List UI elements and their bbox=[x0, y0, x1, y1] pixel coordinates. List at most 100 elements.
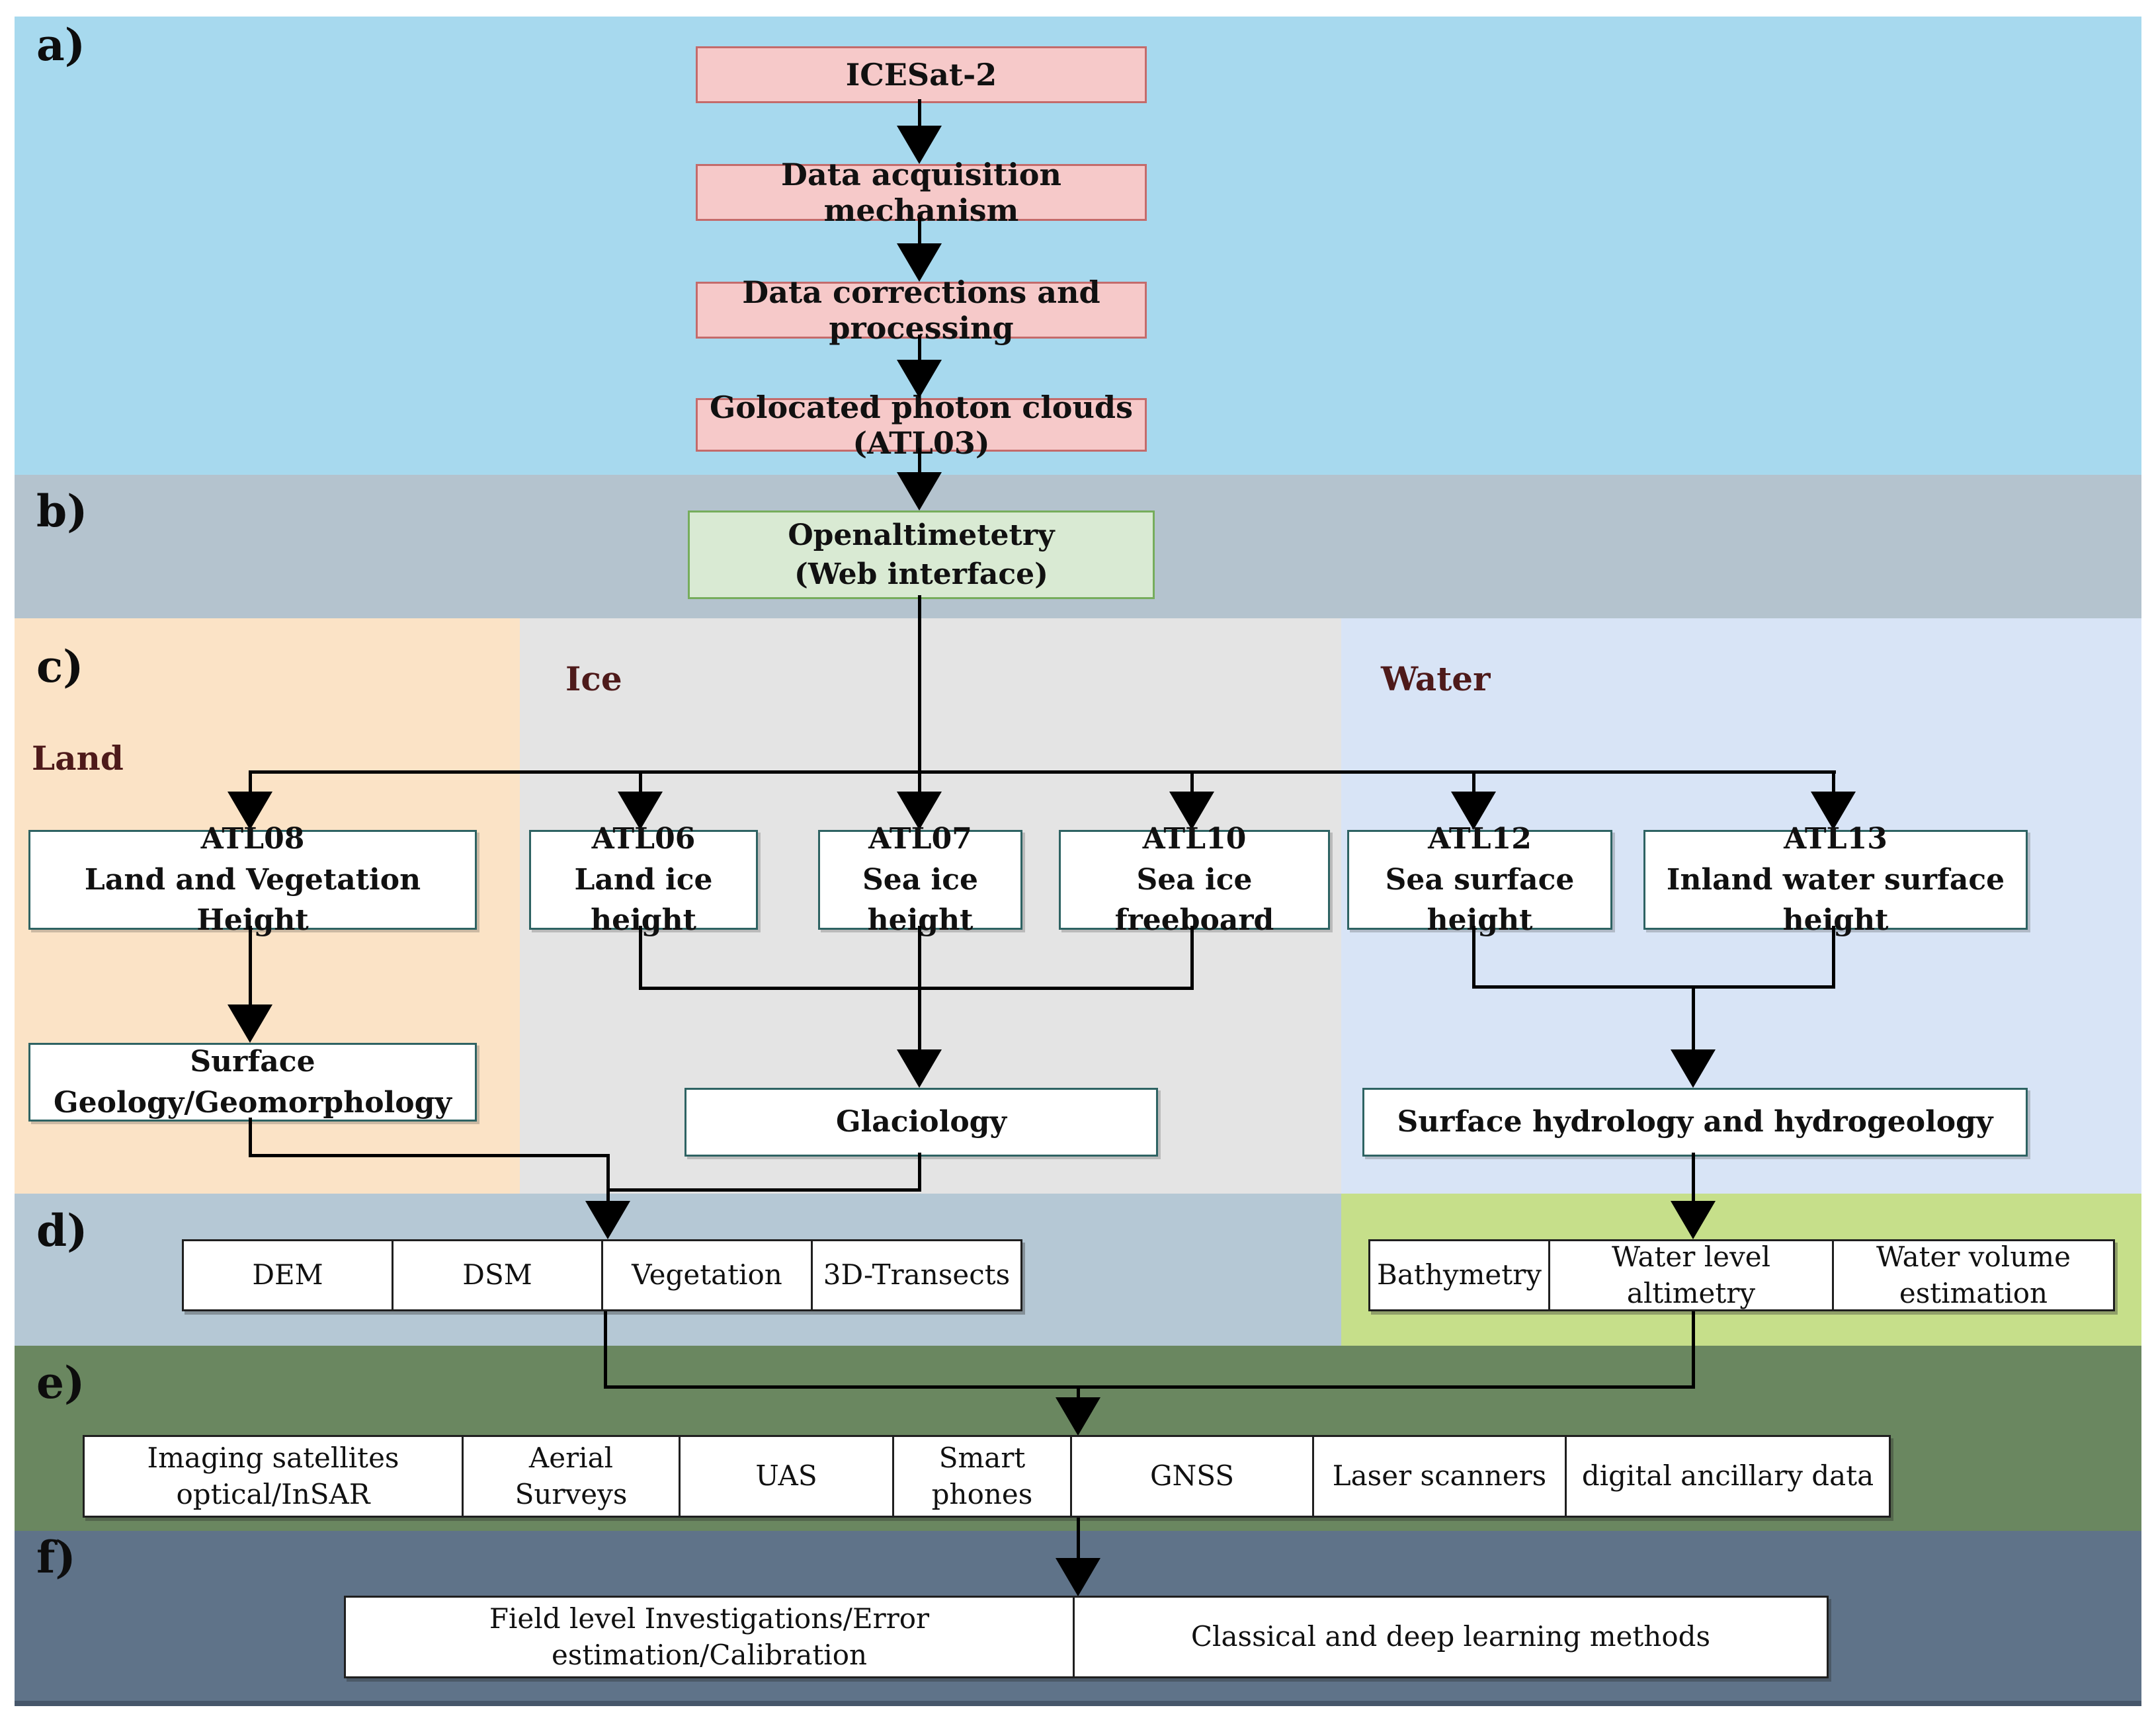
output-bathymetry-label: Bathymetry bbox=[1377, 1258, 1542, 1291]
output-dsm-label: DSM bbox=[462, 1258, 532, 1291]
connector-vline bbox=[918, 448, 921, 475]
section-label-f: f) bbox=[36, 1532, 76, 1583]
aux-cell-imaging-satellites: Imaging satellites optical/InSAR bbox=[83, 1435, 464, 1518]
atl13-box: ATL13 Inland water surface height bbox=[1643, 822, 2028, 937]
connector-vline bbox=[606, 1154, 610, 1207]
atl08-box: ATL08 Land and Vegetation Height bbox=[28, 822, 477, 937]
methods-row: Field level Investigations/Error estimat… bbox=[344, 1596, 1829, 1678]
data-acquisition-box: Data acquisition mechanism bbox=[696, 157, 1147, 228]
connector-vline bbox=[1692, 1153, 1695, 1206]
connector-vline bbox=[1472, 926, 1475, 989]
connector-vline bbox=[249, 926, 252, 1008]
connector-vline bbox=[1077, 1385, 1080, 1402]
section-label-e: e) bbox=[36, 1357, 85, 1409]
surface-geology-label: Surface Geology/Geomorphology bbox=[54, 1044, 452, 1120]
glaciology-label: Glaciology bbox=[835, 1105, 1007, 1139]
arrow-down-icon bbox=[897, 243, 942, 282]
arrow-down-icon bbox=[897, 1049, 942, 1088]
surface-hydrology-box: Surface hydrology and hydrogeology bbox=[1362, 1088, 2028, 1157]
output-vegetation-label: Vegetation bbox=[632, 1258, 782, 1291]
section-label-d: d) bbox=[36, 1205, 88, 1256]
arrow-down-icon bbox=[897, 360, 942, 398]
arrow-down-icon bbox=[897, 792, 942, 830]
atl10-name: Sea ice freeboard bbox=[1114, 862, 1274, 938]
arrow-down-icon bbox=[897, 472, 942, 511]
surface-hydrology-label: Surface hydrology and hydrogeology bbox=[1397, 1105, 1993, 1139]
category-label-water: Water bbox=[1381, 659, 1491, 698]
arrow-down-icon bbox=[585, 1201, 630, 1239]
connector-vline bbox=[249, 770, 252, 797]
data-corrections-box-label: Data corrections and processing bbox=[742, 274, 1100, 346]
connector-vline bbox=[1472, 770, 1475, 797]
atl10-code: ATL10 bbox=[1142, 822, 1247, 856]
connector-vline bbox=[1190, 926, 1194, 990]
atl08-name: Land and Vegetation Height bbox=[84, 862, 421, 938]
openaltimetry-box-title: Openaltimetetry bbox=[788, 518, 1055, 552]
section-label-b: b) bbox=[36, 485, 88, 537]
arrow-down-icon bbox=[1671, 1049, 1716, 1088]
aux-aerial-surveys-label: Aerial Surveys bbox=[515, 1441, 628, 1510]
section-label-c: c) bbox=[36, 641, 84, 692]
output-water-volume-label: Water volume estimation bbox=[1876, 1240, 2071, 1309]
category-label-ice: Ice bbox=[565, 659, 622, 698]
openaltimetry-box: Openaltimetetry (Web interface) bbox=[688, 511, 1155, 599]
arrow-down-icon bbox=[1671, 1201, 1716, 1239]
connector-vline bbox=[918, 595, 921, 774]
methods-cell-learning-methods: Classical and deep learning methods bbox=[1073, 1596, 1829, 1678]
aux-laser-scanners-label: Laser scanners bbox=[1332, 1459, 1547, 1493]
land-ice-outputs-row: DEM DSM Vegetation 3D-Transects bbox=[182, 1239, 1022, 1311]
data-acquisition-box-label: Data acquisition mechanism bbox=[781, 157, 1061, 228]
data-corrections-box: Data corrections and processing bbox=[696, 274, 1147, 346]
arrow-down-icon bbox=[1056, 1558, 1100, 1596]
output-cell-dsm: DSM bbox=[392, 1239, 603, 1311]
output-cell-bathymetry: Bathymetry bbox=[1368, 1239, 1550, 1311]
methods-field-investigations-label: Field level Investigations/Error estimat… bbox=[489, 1602, 930, 1671]
water-outputs-row: Bathymetry Water level altimetry Water v… bbox=[1368, 1239, 2115, 1311]
connector-vline bbox=[639, 926, 642, 990]
atl07-code: ATL07 bbox=[868, 822, 972, 856]
surface-geology-box: Surface Geology/Geomorphology bbox=[28, 1043, 477, 1122]
aux-imaging-satellites-label: Imaging satellites optical/InSAR bbox=[147, 1441, 399, 1510]
aux-cell-gnss: GNSS bbox=[1070, 1435, 1314, 1518]
photon-clouds-box: Golocated photon clouds (ATL03) bbox=[696, 389, 1147, 461]
aux-cell-smart-phones: Smart phones bbox=[892, 1435, 1072, 1518]
arrow-down-icon bbox=[228, 792, 272, 830]
atl07-box: ATL07 Sea ice height bbox=[818, 822, 1022, 937]
atl06-box: ATL06 Land ice height bbox=[529, 822, 758, 937]
category-label-land: Land bbox=[32, 739, 124, 778]
section-label-a: a) bbox=[36, 19, 85, 71]
arrow-down-icon bbox=[897, 126, 942, 164]
connector-vline bbox=[1077, 1518, 1080, 1563]
aux-cell-laser-scanners: Laser scanners bbox=[1312, 1435, 1567, 1518]
connector-vline bbox=[1832, 770, 1835, 797]
connector-hline bbox=[606, 1188, 921, 1192]
connector-vline bbox=[918, 335, 921, 364]
aux-cell-digital-ancillary: digital ancillary data bbox=[1565, 1435, 1891, 1518]
connector-hline bbox=[1472, 985, 1835, 989]
connector-vline bbox=[1190, 770, 1194, 797]
icesat2-box-label: ICESat-2 bbox=[845, 57, 997, 93]
aux-cell-uas: UAS bbox=[679, 1435, 894, 1518]
connector-hline bbox=[249, 1154, 610, 1157]
connector-vline bbox=[918, 770, 921, 797]
output-cell-water-level: Water level altimetry bbox=[1548, 1239, 1834, 1311]
output-cell-vegetation: Vegetation bbox=[601, 1239, 813, 1311]
atl12-box: ATL12 Sea surface height bbox=[1347, 822, 1612, 937]
connector-hline bbox=[639, 987, 1194, 990]
auxiliary-data-row: Imaging satellites optical/InSAR Aerial … bbox=[83, 1435, 1891, 1518]
atl06-name: Land ice height bbox=[574, 862, 713, 938]
connector-vline bbox=[918, 217, 921, 247]
connector-vline bbox=[604, 1311, 607, 1389]
aux-digital-ancillary-label: digital ancillary data bbox=[1581, 1459, 1874, 1493]
aux-cell-aerial-surveys: Aerial Surveys bbox=[462, 1435, 681, 1518]
arrow-down-icon bbox=[228, 1004, 272, 1043]
connector-vline bbox=[918, 926, 921, 1053]
output-dem-label: DEM bbox=[252, 1258, 323, 1291]
connector-vline bbox=[249, 1118, 252, 1157]
arrow-down-icon bbox=[1451, 792, 1496, 830]
aux-smart-phones-label: Smart phones bbox=[931, 1441, 1033, 1510]
connector-vline bbox=[1832, 926, 1835, 989]
output-cell-3d-transects: 3D-Transects bbox=[811, 1239, 1022, 1311]
openaltimetry-box-subtitle: (Web interface) bbox=[794, 557, 1048, 591]
